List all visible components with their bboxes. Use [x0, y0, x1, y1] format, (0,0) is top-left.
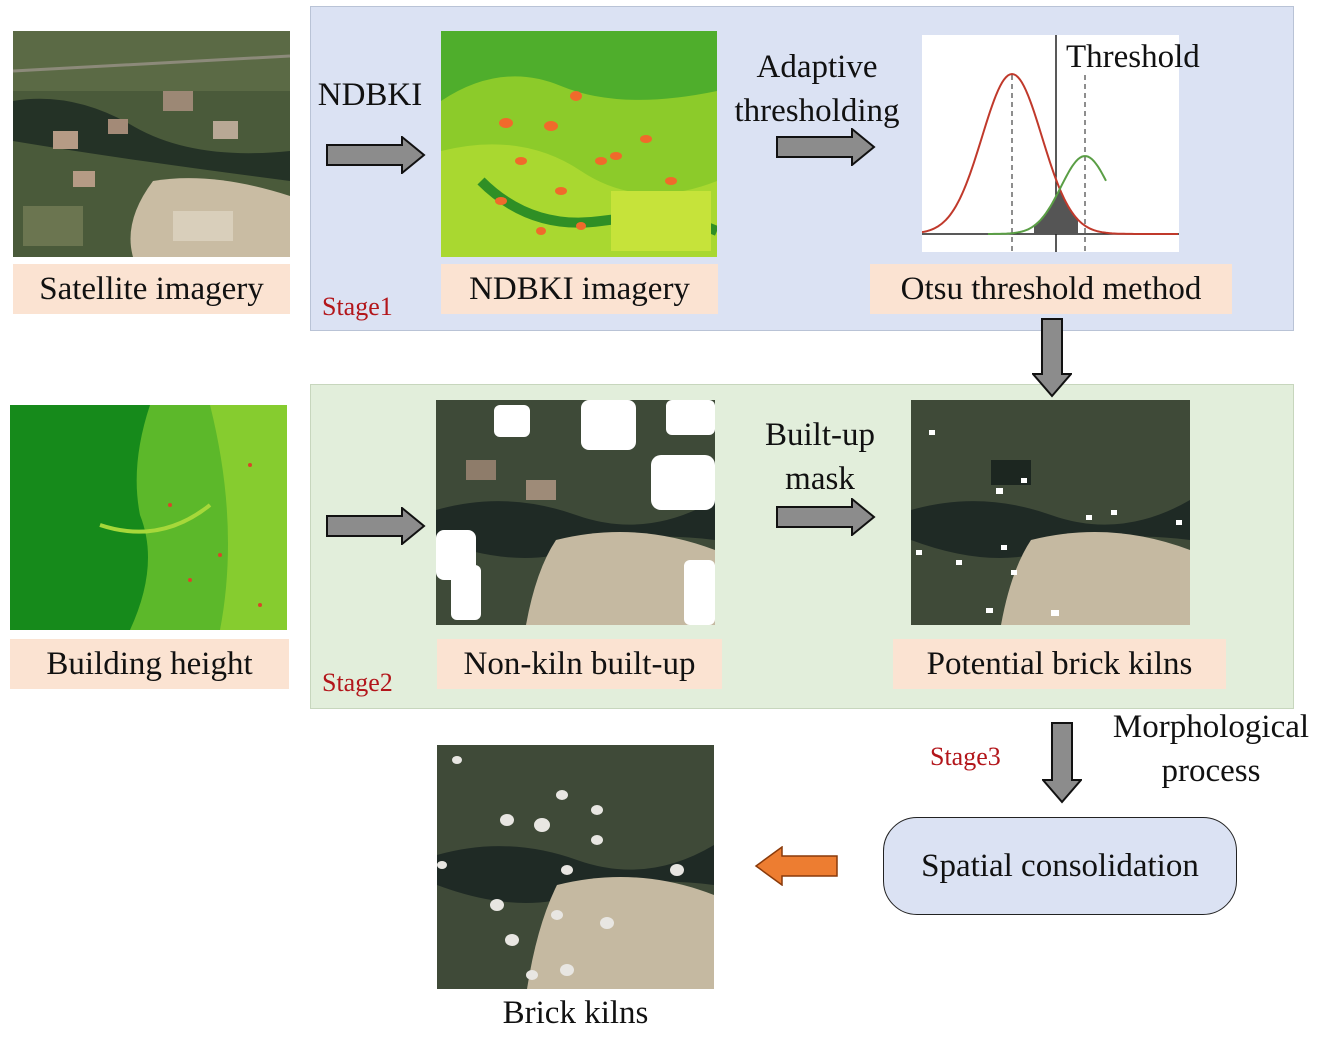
non-kiln-image: [436, 400, 715, 625]
otsu-caption: Otsu threshold method: [870, 264, 1232, 314]
adaptive-label-line1: Adaptive: [756, 49, 878, 85]
threshold-label: Threshold: [1066, 39, 1200, 75]
morph-label-line1: Morphological: [1112, 709, 1310, 745]
satellite-image: [13, 31, 290, 257]
gray-block-arrow-icon: [326, 507, 426, 545]
gray-block-arrow-icon: [1042, 722, 1082, 804]
adaptive-label-line2: thresholding: [734, 93, 900, 129]
building-height-image: [10, 405, 287, 630]
morph-label-line2: process: [1161, 753, 1261, 789]
spatial-consolidation-label: Spatial consolidation: [921, 847, 1199, 884]
gray-block-arrow-icon: [776, 498, 876, 536]
non-kiln-caption: Non-kiln built-up: [437, 639, 722, 689]
otsu-chart: [922, 35, 1179, 252]
potential-kilns-caption: Potential brick kilns: [893, 639, 1226, 689]
orange-block-arrow-icon: [754, 846, 838, 886]
spatial-consolidation-box: Spatial consolidation: [883, 817, 1237, 915]
potential-kilns-image: [911, 400, 1190, 625]
gray-block-arrow-icon: [326, 136, 426, 174]
brick-kilns-caption: Brick kilns: [502, 995, 649, 1031]
otsu-green-curve: [988, 155, 1107, 235]
gray-block-arrow-icon: [776, 128, 876, 166]
otsu-overlap-area: [1034, 189, 1078, 234]
ndbki-arrow-label: NDBKI: [317, 77, 423, 113]
stage3-label: Stage3: [930, 742, 1001, 771]
stage2-label: Stage2: [322, 668, 393, 697]
ndbki-image: [441, 31, 717, 257]
gray-block-arrow-icon: [1032, 318, 1072, 398]
stage1-label: Stage1: [322, 292, 393, 321]
builtup-label-line2: mask: [785, 461, 855, 497]
building-height-caption: Building height: [10, 639, 289, 689]
satellite-caption: Satellite imagery: [13, 264, 290, 314]
brick-kilns-image: [437, 745, 714, 989]
otsu-red-curve: [922, 72, 1178, 235]
builtup-label-line1: Built-up: [764, 417, 875, 453]
ndbki-caption: NDBKI imagery: [441, 264, 718, 314]
